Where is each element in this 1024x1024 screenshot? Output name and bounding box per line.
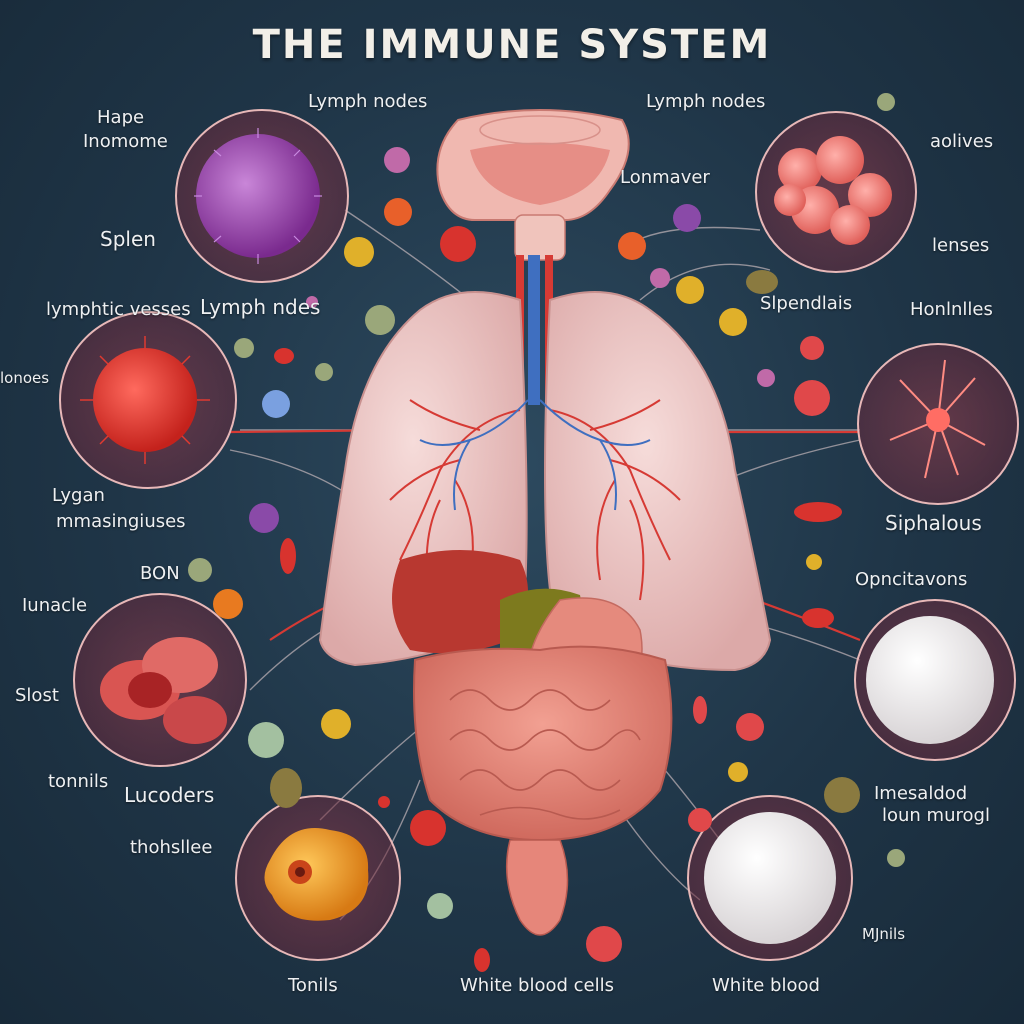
label-aolives: aolives	[930, 131, 994, 152]
label-lygan: Lygan	[52, 485, 105, 506]
label-inomome: Inomome	[83, 131, 168, 152]
label-lonmaver: Lonmaver	[620, 167, 710, 188]
label-lymphtic-vesses: lymphtic vesses	[46, 299, 191, 320]
label-imesaldod: Imesaldod	[874, 783, 968, 804]
lung-veins	[419, 399, 651, 511]
label-lenses: lenses	[932, 235, 990, 256]
callout-purple-cell	[175, 109, 349, 283]
label-lymph-nodes-top-left: Lymph nodes	[308, 91, 428, 112]
label-thohsllee: thohsllee	[130, 837, 213, 858]
callout-red-blood-cells	[73, 593, 247, 767]
label-mjnils: MJnils	[862, 925, 906, 943]
label-loun-murogl: loun murogl	[882, 805, 990, 826]
label-honlnlles: Honlnlles	[910, 299, 993, 320]
label-splen: Splen	[100, 227, 156, 251]
thyroid-structure	[436, 109, 630, 261]
floating-cells	[188, 93, 905, 972]
callout-white-cell-right	[854, 599, 1016, 761]
label-lonoes: lonoes	[0, 369, 50, 387]
label-hape: Hape	[97, 107, 145, 128]
page-title: THE IMMUNE SYSTEM	[252, 22, 772, 68]
label-bon: BON	[140, 563, 180, 584]
rectum	[505, 839, 569, 936]
callout-orange-cell	[235, 795, 401, 961]
label-opncitavons: Opncitavons	[855, 569, 968, 590]
intestines	[413, 645, 673, 842]
label-siphalous: Siphalous	[885, 511, 982, 535]
label-mmasingiuses: mmasingiuses	[56, 511, 186, 532]
label-lymph-nodes-top-right: Lymph nodes	[646, 91, 766, 112]
label-lucoders: Lucoders	[124, 783, 215, 807]
label-slost: Slost	[15, 685, 59, 706]
label-slpendlais: Slpendlais	[760, 293, 853, 314]
callout-pink-cluster	[755, 111, 917, 273]
label-white-blood: White blood	[712, 975, 820, 996]
callout-red-cell	[59, 311, 237, 489]
label-white-blood-cells: White blood cells	[460, 975, 615, 996]
callout-white-cell-bottom	[687, 795, 853, 961]
label-iunacle: Iunacle	[22, 595, 88, 616]
callout-neuron-cell	[857, 343, 1019, 505]
trachea-vein	[528, 255, 540, 405]
label-tonnils: tonnils	[48, 771, 109, 792]
label-lymph-ndes: Lymph ndes	[200, 295, 321, 319]
label-tonils: Tonils	[288, 975, 338, 996]
liver	[392, 550, 528, 654]
